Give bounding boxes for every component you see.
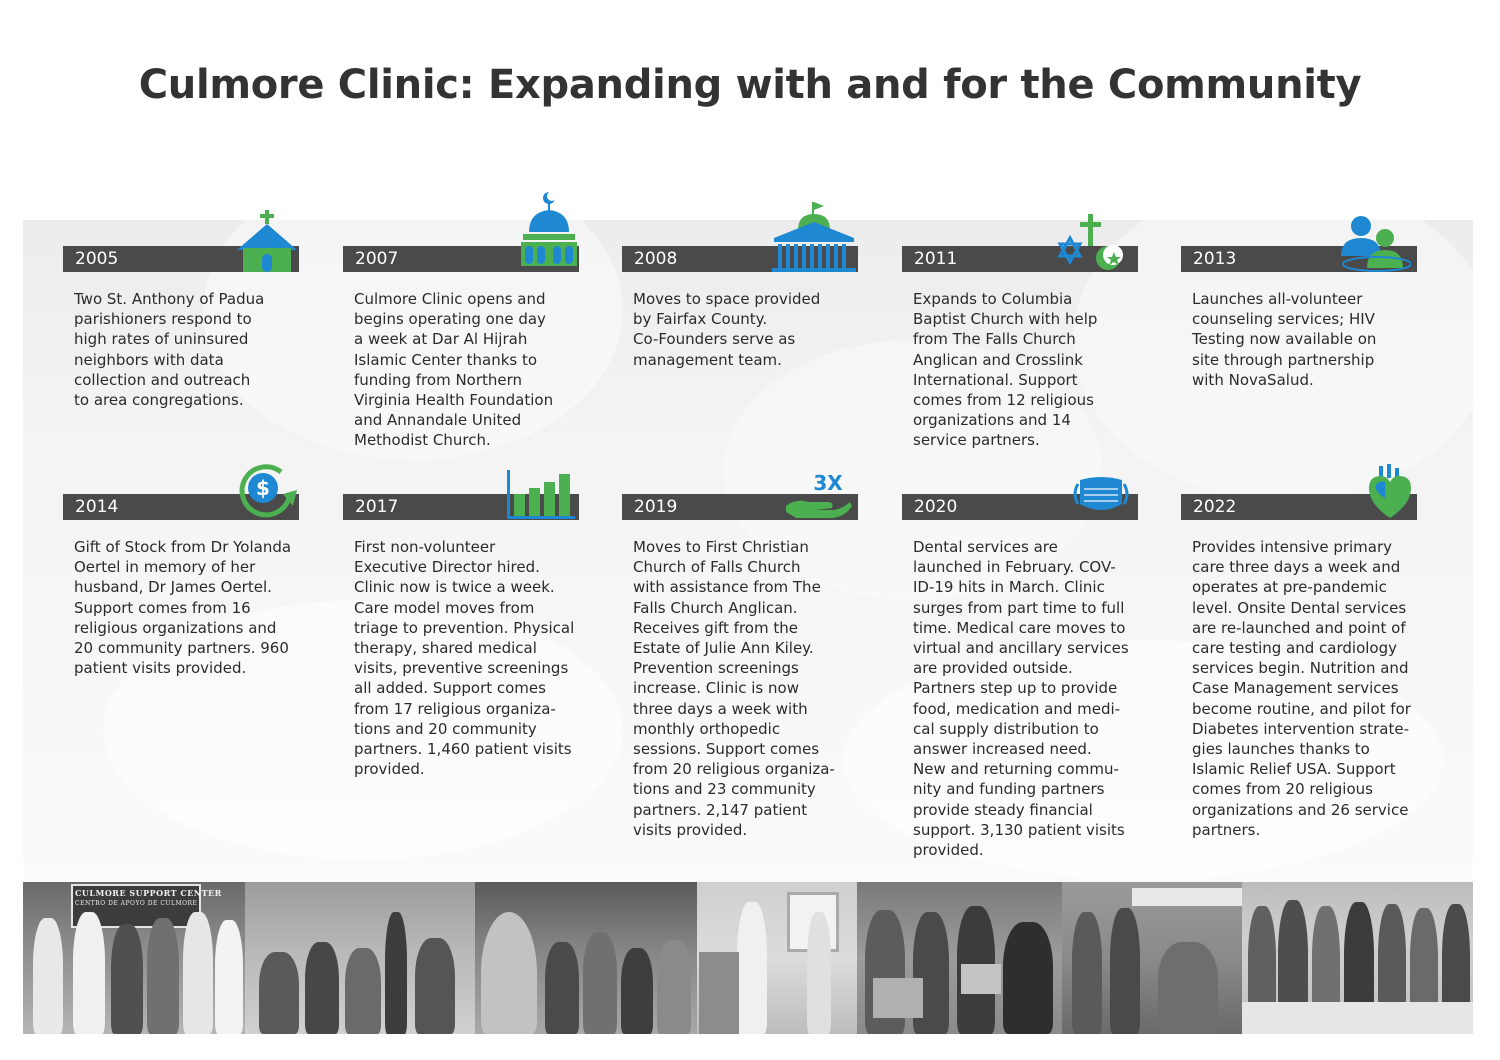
timeline-event-2014: 2014 $ Gift of Stock from Dr Yolanda Oer…: [23, 448, 299, 828]
year-label: 2011: [914, 249, 958, 269]
event-description: Provides intensive primary care three da…: [1192, 538, 1411, 839]
hand-3x-icon: 3X: [786, 471, 852, 518]
face-mask-icon: [1073, 477, 1129, 510]
timeline-event-2007: 2007 Culmore Clinic opens and begins ope…: [303, 192, 579, 580]
year-label: 2008: [634, 249, 678, 269]
event-description: Gift of Stock from Dr Yolanda Oertel in …: [74, 538, 292, 678]
year-label: 2022: [1193, 497, 1237, 517]
photo-support-center-staff: CULMORE SUPPORT CENTER CENTRO DE APOYO D…: [23, 882, 245, 1034]
year-label: 2013: [1193, 249, 1237, 269]
sign-line-1: CULMORE SUPPORT CENTER: [75, 888, 222, 898]
event-description: Launches all-volunteer counseling servic…: [1192, 290, 1377, 389]
year-label: 2007: [355, 249, 399, 269]
dollar-cycle-icon: $: [239, 464, 297, 518]
event-description: First non-volunteer Executive Director h…: [354, 538, 575, 779]
photo-exam-room: [697, 882, 857, 1034]
photo-supply-distribution: [857, 882, 1062, 1034]
event-description: Moves to space provided by Fairfax Count…: [633, 290, 821, 369]
mosque-icon: [521, 192, 577, 266]
photo-strip: CULMORE SUPPORT CENTER CENTRO DE APOYO D…: [23, 882, 1473, 1034]
event-description: Dental services are launched in February…: [913, 538, 1129, 860]
year-label: 2020: [914, 497, 958, 517]
people-group-icon: [1341, 216, 1411, 272]
interfaith-symbols-icon: [1057, 214, 1123, 270]
year-label: 2014: [75, 497, 119, 517]
event-description: Culmore Clinic opens and begins operatin…: [354, 290, 554, 450]
timeline-event-2008: 2008 Moves to space provided by Fairfax …: [582, 200, 858, 580]
year-label: 2005: [75, 249, 119, 269]
photo-outdoor-tent: [1062, 882, 1242, 1034]
timeline-event-2013: 2013 Launches all-volunteer counseling s…: [1141, 200, 1417, 580]
timeline-event-2020: 2020 Dental services are launched in Feb…: [862, 448, 1138, 859]
page-title: Culmore Clinic: Expanding with and for t…: [138, 62, 1362, 108]
event-description: Expands to Columbia Baptist Church with …: [913, 290, 1098, 450]
photo-group-selfie: [475, 882, 697, 1034]
year-label: 2019: [634, 497, 678, 517]
timeline-event-2017: 2017 First non-volunteer Executive Direc…: [303, 448, 579, 828]
event-description: Moves to First Christian Church of Falls…: [633, 538, 835, 839]
timeline-event-2019: 2019 3X Moves to First Christian Church …: [582, 448, 858, 839]
timeline-event-2022: 2022 Provides intensive primary care thr…: [1141, 448, 1417, 839]
bar-growth-icon: [507, 470, 575, 519]
church-icon: [237, 210, 297, 272]
three-x-badge: 3X: [813, 471, 843, 495]
event-description: Two St. Anthony of Padua parishioners re…: [74, 290, 265, 410]
year-label: 2017: [355, 497, 399, 517]
svg-text:$: $: [256, 476, 270, 500]
government-building-icon: [772, 202, 856, 272]
photo-waiting-room: [245, 882, 475, 1034]
timeline-event-2005: 2005 Two St. Anthony of Padua parishione…: [23, 200, 299, 580]
timeline-event-2011: 2011 Expands to Columbia Baptist Church …: [862, 200, 1138, 580]
photo-team-2022: [1242, 882, 1473, 1034]
heart-icon: [1369, 464, 1411, 518]
sign-line-2: CENTRO DE APOYO DE CULMORE: [75, 900, 198, 907]
